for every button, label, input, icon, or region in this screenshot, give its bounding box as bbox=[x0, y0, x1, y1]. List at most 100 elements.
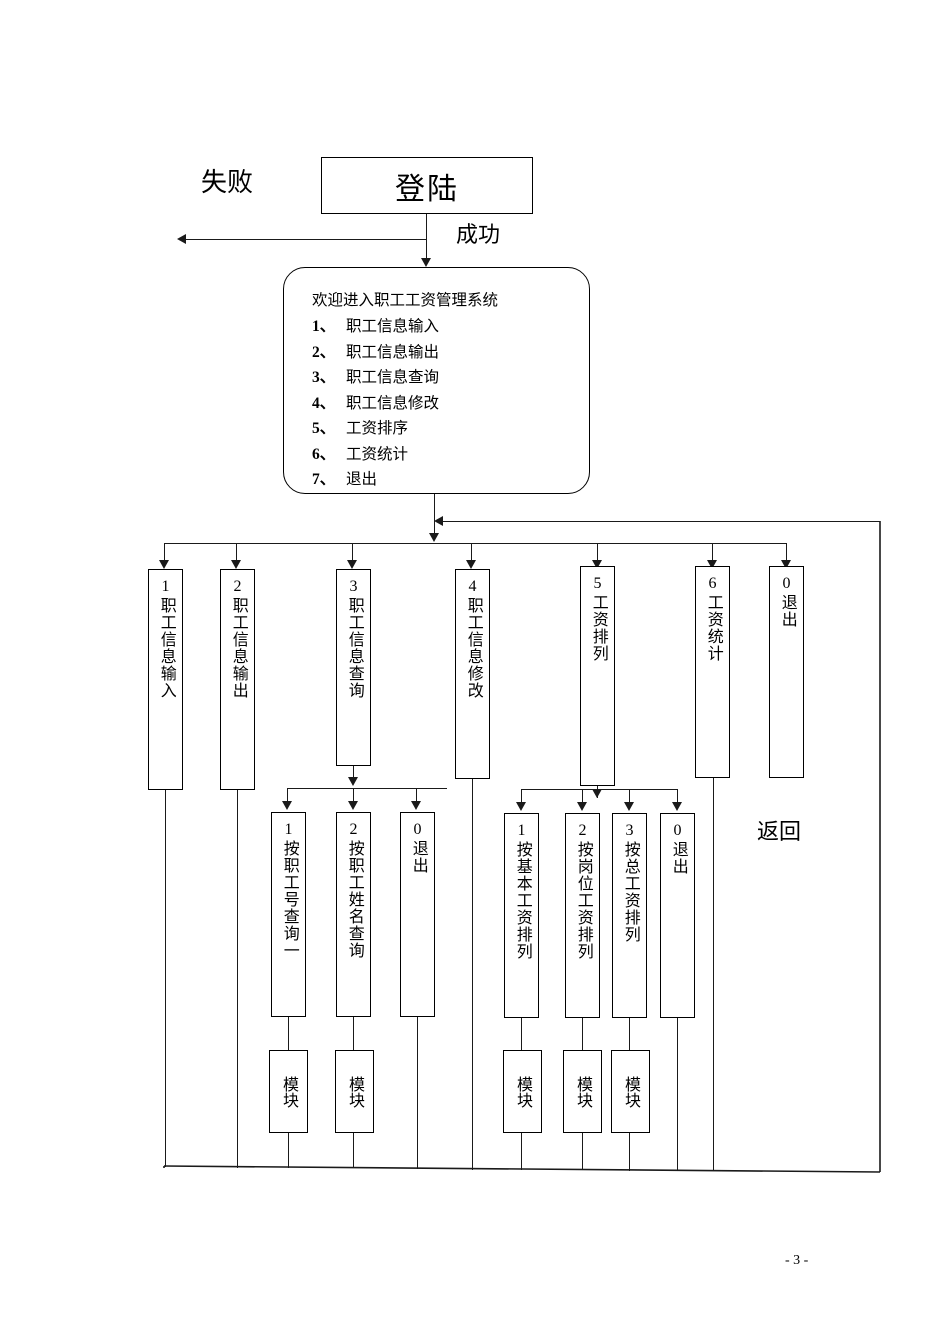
query-arrow-2 bbox=[348, 801, 358, 810]
sort-box-by-base-salary[interactable]: 1 按基本工资排列 bbox=[504, 813, 539, 1018]
query-box-number: 2 bbox=[349, 821, 358, 838]
level2-arrow-7 bbox=[781, 560, 791, 569]
return-path-box6 bbox=[713, 778, 714, 1171]
module-box[interactable]: 模块 bbox=[269, 1050, 308, 1133]
menu-item[interactable]: 2、职工信息输出 bbox=[312, 340, 589, 366]
module-box[interactable]: 模块 bbox=[611, 1050, 650, 1133]
menu-item-number: 3、 bbox=[312, 369, 336, 386]
level2-box-employee-info-input[interactable]: 1 职工信息输入 bbox=[148, 569, 183, 790]
level2-drop-3 bbox=[352, 543, 353, 562]
sort-trunk-arrow bbox=[592, 789, 602, 798]
login-down-line bbox=[426, 214, 427, 262]
level2-box-salary-statistics[interactable]: 6 工资统计 bbox=[695, 566, 730, 778]
level2-box-salary-sort[interactable]: 5 工资排列 bbox=[580, 566, 615, 786]
sort-arrow-2 bbox=[577, 802, 587, 811]
module-box[interactable]: 模块 bbox=[563, 1050, 602, 1133]
menu-heading: 欢迎进入职工工资管理系统 bbox=[312, 292, 499, 309]
module-box-label: 模块 bbox=[346, 1075, 363, 1108]
module-return-5 bbox=[629, 1133, 630, 1171]
login-box-label: 登陆 bbox=[395, 172, 459, 206]
sort-arrow-1 bbox=[516, 802, 526, 811]
level2-box-number: 5 bbox=[593, 575, 602, 592]
level2-arrow-1 bbox=[159, 560, 169, 569]
module-box-label: 模块 bbox=[622, 1075, 639, 1108]
menu-item[interactable]: 6、工资统计 bbox=[312, 442, 589, 468]
menu-item[interactable]: 3、职工信息查询 bbox=[312, 365, 589, 391]
level2-arrow-2 bbox=[231, 560, 241, 569]
module-box[interactable]: 模块 bbox=[503, 1050, 542, 1133]
level2-arrow-5 bbox=[592, 560, 602, 569]
level2-distribution-bar bbox=[164, 543, 786, 544]
main-menu-box[interactable]: 欢迎进入职工工资管理系统 1、职工信息输入 2、职工信息输出 3、职工信息查询 … bbox=[283, 267, 590, 494]
level2-box-number: 6 bbox=[708, 575, 717, 592]
module-box-label: 模块 bbox=[280, 1075, 297, 1108]
fail-branch-line bbox=[186, 239, 427, 240]
level2-box-number: 4 bbox=[468, 578, 477, 595]
sort-box-label: 退出 bbox=[669, 841, 687, 875]
module-connector-4 bbox=[582, 1018, 583, 1050]
menu-item[interactable]: 1、职工信息输入 bbox=[312, 314, 589, 340]
menu-item-label: 工资排序 bbox=[346, 420, 409, 437]
menu-item-label: 退出 bbox=[346, 471, 378, 488]
level2-box-employee-info-modify[interactable]: 4 职工信息修改 bbox=[455, 569, 490, 779]
level2-drop-4 bbox=[471, 543, 472, 562]
menu-item[interactable]: 7、退出 bbox=[312, 467, 589, 493]
query-box-by-employee-id[interactable]: 1 按职工号查询一 bbox=[271, 812, 306, 1017]
level2-box-label: 职工信息修改 bbox=[464, 597, 482, 699]
menu-item-label: 职工信息输入 bbox=[346, 318, 440, 335]
login-to-menu-arrow bbox=[421, 258, 431, 267]
login-box[interactable]: 登陆 bbox=[321, 157, 533, 214]
menu-item-label: 工资统计 bbox=[346, 445, 409, 463]
menu-item[interactable]: 4、职工信息修改 bbox=[312, 391, 589, 417]
return-path-box4 bbox=[472, 779, 473, 1170]
menu-item-label: 职工信息输出 bbox=[346, 343, 440, 361]
query-box-number: 0 bbox=[413, 821, 422, 838]
level2-box-number: 2 bbox=[233, 578, 242, 595]
sort-arrow-3 bbox=[624, 802, 634, 811]
query-drop-1 bbox=[287, 788, 288, 802]
level2-drop-7 bbox=[786, 543, 787, 562]
query-box-label: 退出 bbox=[409, 840, 427, 874]
sort-box-number: 3 bbox=[625, 822, 634, 839]
sort-box-label: 按岗位工资排列 bbox=[574, 841, 592, 960]
module-connector-3 bbox=[521, 1018, 522, 1050]
level2-drop-5 bbox=[597, 543, 598, 562]
module-return-4 bbox=[582, 1133, 583, 1170]
menu-item-number: 4、 bbox=[312, 394, 336, 412]
return-path-box1 bbox=[165, 790, 166, 1167]
level2-box-employee-info-query[interactable]: 3 职工信息查询 bbox=[336, 569, 371, 766]
module-box[interactable]: 模块 bbox=[335, 1050, 374, 1133]
menu-item[interactable]: 5、工资排序 bbox=[312, 416, 589, 442]
query-box-by-employee-name[interactable]: 2 按职工姓名查询 bbox=[336, 812, 371, 1017]
menu-down-line bbox=[434, 494, 435, 534]
menu-item-number: 2、 bbox=[312, 343, 336, 361]
sort-arrow-4 bbox=[672, 802, 682, 811]
return-inbound-line bbox=[442, 521, 880, 522]
return-inbound-arrow-head bbox=[434, 516, 443, 526]
sort-box-by-total-salary[interactable]: 3 按总工资排列 bbox=[612, 813, 647, 1018]
module-connector-5 bbox=[629, 1018, 630, 1050]
level2-drop-1 bbox=[164, 543, 165, 562]
menu-item-label: 职工信息查询 bbox=[346, 369, 440, 386]
sort-box-exit[interactable]: 0 退出 bbox=[660, 813, 695, 1018]
module-box-label: 模块 bbox=[514, 1075, 531, 1108]
query-box-label: 按职工号查询一 bbox=[280, 840, 298, 959]
fail-label: 失败 bbox=[201, 168, 254, 197]
level2-box-exit[interactable]: 0 退出 bbox=[769, 566, 804, 778]
module-return-1 bbox=[288, 1133, 289, 1168]
level2-box-label: 职工信息输入 bbox=[157, 597, 175, 699]
sort-box-number: 0 bbox=[673, 822, 682, 839]
menu-item-number: 6、 bbox=[312, 445, 336, 463]
sort-distribution-bar bbox=[521, 789, 677, 790]
fail-arrow-head bbox=[177, 234, 186, 244]
sort-drop-2 bbox=[582, 789, 583, 803]
level2-box-employee-info-output[interactable]: 2 职工信息输出 bbox=[220, 569, 255, 790]
query-trunk-line bbox=[353, 766, 354, 778]
return-path-box2 bbox=[237, 790, 238, 1168]
query-drop-3 bbox=[416, 788, 417, 802]
sort-box-by-position-salary[interactable]: 2 按岗位工资排列 bbox=[565, 813, 600, 1018]
sort-box-number: 2 bbox=[578, 822, 587, 839]
menu-item-label: 职工信息修改 bbox=[346, 394, 440, 412]
query-box-label: 按职工姓名查询 bbox=[345, 840, 363, 959]
query-box-exit[interactable]: 0 退出 bbox=[400, 812, 435, 1017]
